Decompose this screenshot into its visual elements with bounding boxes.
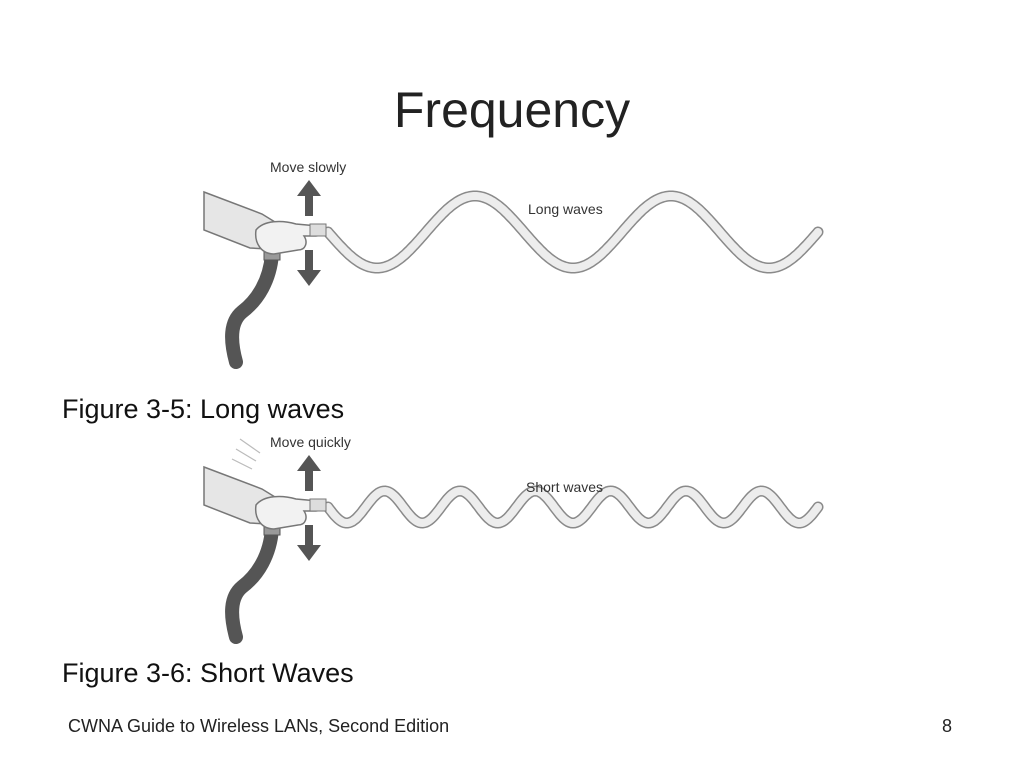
figure-short-waves: Move quickly Short waves [190,425,830,655]
down-arrow-icon [297,250,321,286]
move-quickly-label: Move quickly [270,434,351,450]
caption-short-waves: Figure 3-6: Short Waves [62,658,354,688]
caption-long-waves: Figure 3-5: Long waves [62,394,345,424]
nozzle [309,498,327,512]
short-wave-fill [324,486,822,528]
figure-long-waves: Move slowly Long waves [190,150,830,380]
up-arrow-icon [297,455,321,491]
short-waves-illustration: Move quickly Short waves [203,434,824,644]
long-waves-illustration: Move slowly Long waves [203,159,824,369]
up-arrow-icon [297,180,321,216]
long-waves-label: Long waves [528,201,603,217]
move-slowly-label: Move slowly [270,159,346,175]
slide-title: Frequency [393,82,631,138]
footer-text: CWNA Guide to Wireless LANs, Second Edit… [68,716,450,736]
supply-hose [225,247,279,369]
short-wave-hose [322,485,824,529]
supply-hose [225,522,279,644]
long-wave-hose [322,190,824,274]
nozzle [309,223,327,237]
page-number: 8 [941,716,952,736]
short-waves-label: Short waves [526,479,603,495]
down-arrow-icon [297,525,321,561]
long-wave-fill [324,192,822,272]
motion-lines [231,438,261,470]
